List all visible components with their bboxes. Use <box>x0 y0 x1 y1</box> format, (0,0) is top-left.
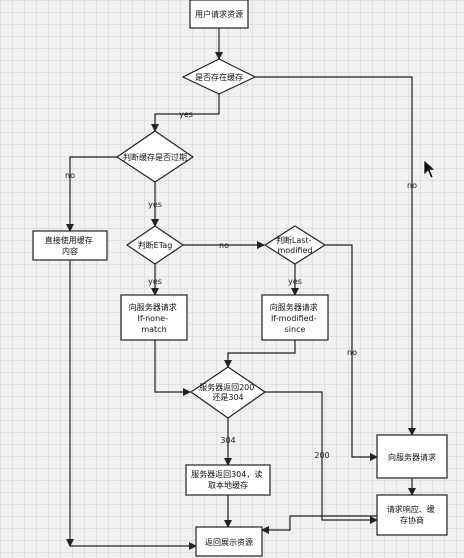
edges: yes no no yes no yes yes no 304 200 <box>65 28 417 550</box>
node-check-etag: 判断ETag <box>125 225 185 265</box>
node-check-last-modified-label: 判断Last- modified <box>276 235 314 255</box>
node-check-last-modified: 判断Last- modified <box>263 225 327 265</box>
mouse-cursor-icon <box>423 159 436 179</box>
edge-label-yes-4: yes <box>288 277 302 286</box>
edge-label-no-3: no <box>219 241 229 250</box>
node-request-server-label: 向服务器请求 <box>388 452 436 462</box>
edge-modified-since-to-server <box>224 340 296 368</box>
edge-server-200 <box>265 391 378 524</box>
node-request-if-modified-since-label: 向服务器请求 If-modified- since <box>270 302 321 334</box>
node-use-cache: 直接使用缓存 内容 <box>32 230 108 261</box>
edge-label-200: 200 <box>314 451 329 460</box>
node-request-server: 向服务器请求 <box>376 434 448 479</box>
node-server-returns: 服务器返回200 还是304 <box>189 366 267 419</box>
edge-label-yes-3: yes <box>148 277 162 286</box>
edge-cache-exists-yes <box>151 94 220 132</box>
edge-label-yes-2: yes <box>148 200 162 209</box>
node-cache-expired: 判断缓存是否过期 <box>115 130 195 183</box>
edge-label-no-4: no <box>347 348 357 357</box>
node-request-if-none-match: 向服务器请求 If-none- match <box>120 294 188 341</box>
node-cache-expired-label: 判断缓存是否过期 <box>123 152 187 162</box>
node-response-cache: 请求响应、缓 存协商 <box>376 494 448 536</box>
edge-none-match-to-server <box>154 340 191 396</box>
node-server-304-local-label: 服务器返回304，读 取本地缓存 <box>191 469 265 490</box>
node-server-returns-label: 服务器返回200 还是304 <box>199 382 257 402</box>
edge-label-yes-1: yes <box>179 110 193 119</box>
node-user-request: 用户请求资源 <box>189 0 249 29</box>
node-show-resource: 返回展示资源 <box>195 526 263 557</box>
edge-last-modified-no <box>325 244 378 461</box>
node-cache-exists: 是否存在缓存 <box>181 58 257 95</box>
node-server-304-local: 服务器返回304，读 取本地缓存 <box>185 464 271 496</box>
edge-label-no-1: no <box>407 181 417 190</box>
node-show-resource-label: 返回展示资源 <box>205 537 253 547</box>
edge-response-to-show <box>261 515 377 534</box>
node-response-cache-label: 请求响应、缓 存协商 <box>387 504 438 525</box>
edge-expired-no <box>66 156 117 232</box>
node-cache-exists-label: 是否存在缓存 <box>195 72 243 82</box>
node-user-request-label: 用户请求资源 <box>195 9 243 19</box>
node-request-if-modified-since: 向服务器请求 If-modified- since <box>261 294 329 341</box>
edge-label-304: 304 <box>220 436 235 445</box>
node-request-if-none-match-label: 向服务器请求 If-none- match <box>129 302 180 334</box>
edge-cache-exists-no <box>255 76 416 436</box>
edge-label-no-2: no <box>65 171 75 180</box>
node-check-etag-label: 判断ETag <box>138 240 173 250</box>
node-use-cache-label: 直接使用缓存 内容 <box>45 235 96 256</box>
